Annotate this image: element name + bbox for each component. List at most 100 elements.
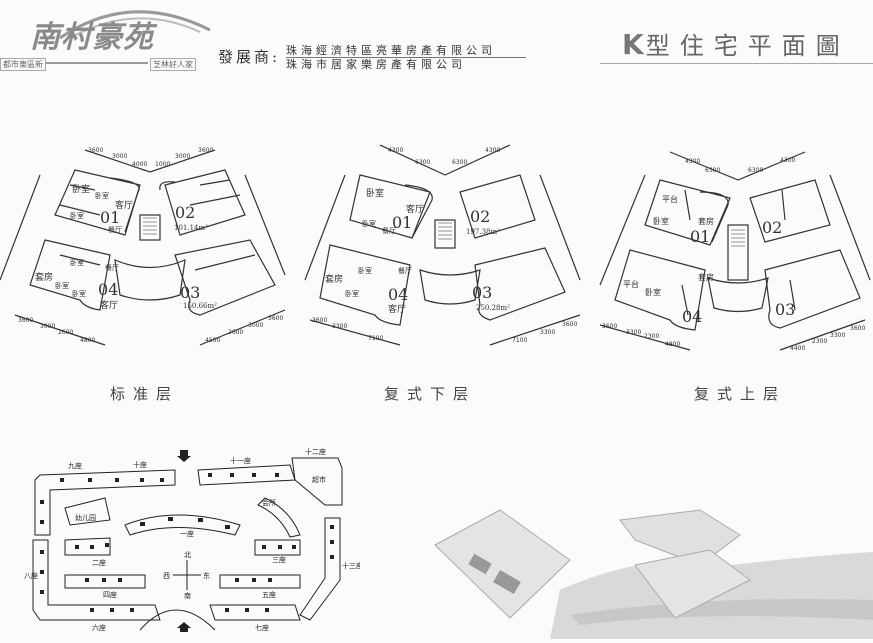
unit-number: 03 [180,283,200,302]
room-label: 客厅 [406,203,424,215]
project-logo: 南村豪苑 都市東區新 芝林好人家 [0,0,215,80]
building-label: 二座 [92,558,106,567]
background-landscape-image [434,509,873,639]
building-label: 三座 [272,555,286,564]
dimension-label: 3000 [175,153,190,160]
unit-number: 03 [775,300,795,319]
developer-rule [286,57,526,58]
dimension-label: 3000 [248,322,263,329]
dimension-label: 3600 [198,147,213,154]
dimension-label: 3600 [562,321,577,328]
unit-area: 197.38m² [466,228,500,236]
entrance-arrow-icon [177,450,191,632]
floor-plan-drawing: 01 02 197.38m² 03 250.28m² 04 卧室 客厅 卧室 餐… [304,144,581,346]
building-label: 八座 [24,571,38,580]
logo-title: 南村豪苑 [30,20,154,55]
dimension-label: 4400 [790,345,805,352]
unit-number: 04 [682,307,702,326]
kindergarten-label: 幼儿园 [75,513,96,522]
building-label: 十一座 [230,456,251,465]
dimension-label: 4800 [665,341,680,348]
svg-text:西: 西 [163,572,170,580]
floor-label-duplex-lower: 复式下层 [384,385,477,403]
dimension-label: 4300 [485,147,500,154]
dimension-label: 1000 [155,161,170,168]
unit-area: 150.66m² [183,302,217,310]
floor-plan-duplex-upper: 01 02 03 04 平台 卧室 套房 平台 卧室 套房 4300 6300 … [590,130,873,360]
building-label: 十三座 [342,561,360,570]
site-plan: 九座 十座 十一座 十二座 超市 会所 幼儿园 一座 二座 三座 四座 五座 六… [0,440,363,643]
building-label: 五座 [262,590,276,599]
dimension-label: 4300 [780,157,795,164]
dimension-label: 3000 [40,323,55,330]
svg-text:东: 东 [203,571,210,580]
floor-plan-drawing: 01 02 101.14m² 03 150.66m² 04 卧室 卧室 卧室 客… [0,147,286,346]
room-label: 卧室 [72,289,86,298]
room-label: 套房 [35,271,53,283]
room-label: 餐厅 [382,226,396,235]
render-3d-lower-unit-icon [434,509,571,619]
room-label: 卧室 [366,187,384,199]
dimension-label: 3300 [332,323,347,330]
dimension-label: 2300 [812,338,827,345]
clubhouse-label: 会所 [262,498,276,507]
floor-label-duplex-upper: 复式上层 [694,385,787,403]
room-label: 卧室 [70,211,84,220]
dimension-label: 3600 [602,323,617,330]
unit-area: 250.28m² [476,304,510,312]
dimension-label: 3000 [112,153,127,160]
room-label: 套房 [325,273,343,285]
svg-text:南: 南 [184,591,191,600]
dimension-label: 4000 [132,161,147,168]
unit-number: 04 [98,280,118,299]
room-label: 卧室 [653,216,669,226]
title-rule [600,63,873,64]
floor-label-standard: 标准层 [110,385,180,403]
site-plan-drawing: 九座 十座 十一座 十二座 超市 会所 幼儿园 一座 二座 三座 四座 五座 六… [24,447,363,632]
developer-name: 珠海經濟特區亮華房產有限公司 [286,44,496,57]
dimension-label: 6300 [705,167,720,174]
unit-number: 02 [762,218,782,237]
building-label: 六座 [92,623,106,632]
building-label: 十二座 [305,447,326,456]
developer-label: 發展商: [218,48,281,66]
dimension-label: 3600 [268,315,283,322]
dimension-label: 3300 [830,332,845,339]
dimension-label: 6300 [415,159,430,166]
dimension-label: 7100 [368,335,383,342]
building-label: 九座 [68,461,82,470]
room-label: 客厅 [115,199,133,211]
logo-rule [46,62,148,64]
dimension-label: 3600 [850,325,865,332]
logo-tagline-left: 都市東區新 [0,58,46,71]
room-label: 餐厅 [105,263,119,272]
dimension-label: 4800 [80,337,95,344]
svg-text:北: 北 [184,551,191,559]
dimension-label: 2600 [228,329,243,336]
room-label: 套房 [698,216,714,226]
dimension-label: 3600 [18,317,33,324]
room-label: 套房 [698,272,714,282]
room-label: 卧室 [345,289,359,298]
unit-number: 04 [388,285,408,304]
building-label: 四座 [103,590,117,599]
dimension-label: 4300 [388,147,403,154]
logo-tagline-right: 芝林好人家 [150,58,196,71]
dimension-label: 6300 [748,167,763,174]
floor-plan-drawing: 01 02 03 04 平台 卧室 套房 平台 卧室 套房 4300 6300 … [599,151,871,352]
room-label: 卧室 [95,191,109,200]
dimension-label: 2600 [58,329,73,336]
unit-number: 03 [472,283,492,302]
dimension-label: 6300 [452,159,467,166]
supermarket-label: 超市 [312,475,326,484]
room-label: 卧室 [645,287,661,297]
developer-list: 珠海經濟特區亮華房產有限公司 珠海市居家樂房產有限公司 [286,44,496,72]
room-label: 卧室 [362,219,376,228]
dimension-label: 3600 [88,147,103,154]
developer-name: 珠海市居家樂房產有限公司 [286,58,466,71]
room-label: 卧室 [358,266,372,275]
building-label: 一座 [180,529,194,538]
render-3d-upper-unit-icon [619,509,751,619]
dimension-label: 3300 [626,329,641,336]
room-label: 餐厅 [108,225,122,234]
